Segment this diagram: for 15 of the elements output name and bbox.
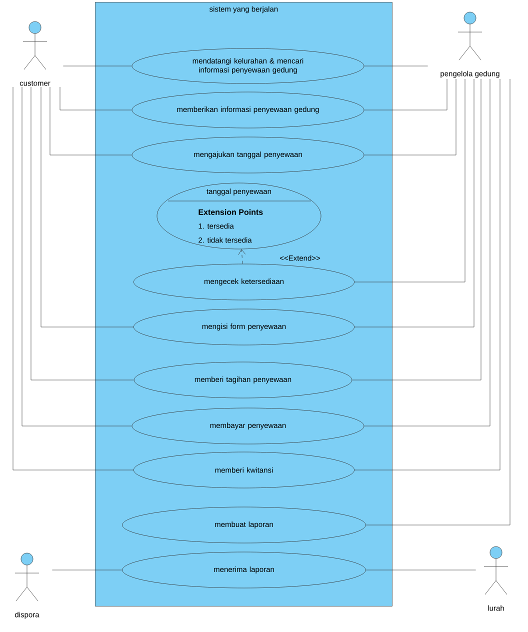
association-line [22,86,132,426]
association-line [354,78,466,282]
association-line [30,86,134,380]
association-line [50,86,132,156]
association-line [364,78,456,156]
association-line [12,86,134,470]
extend-arrow [238,249,246,264]
association-line [352,78,482,380]
association-line [354,78,500,470]
association-line [60,86,132,110]
association-line [354,78,474,328]
association-line [366,78,510,526]
association-line [364,78,490,426]
association-line [40,86,134,328]
association-line [364,78,448,110]
